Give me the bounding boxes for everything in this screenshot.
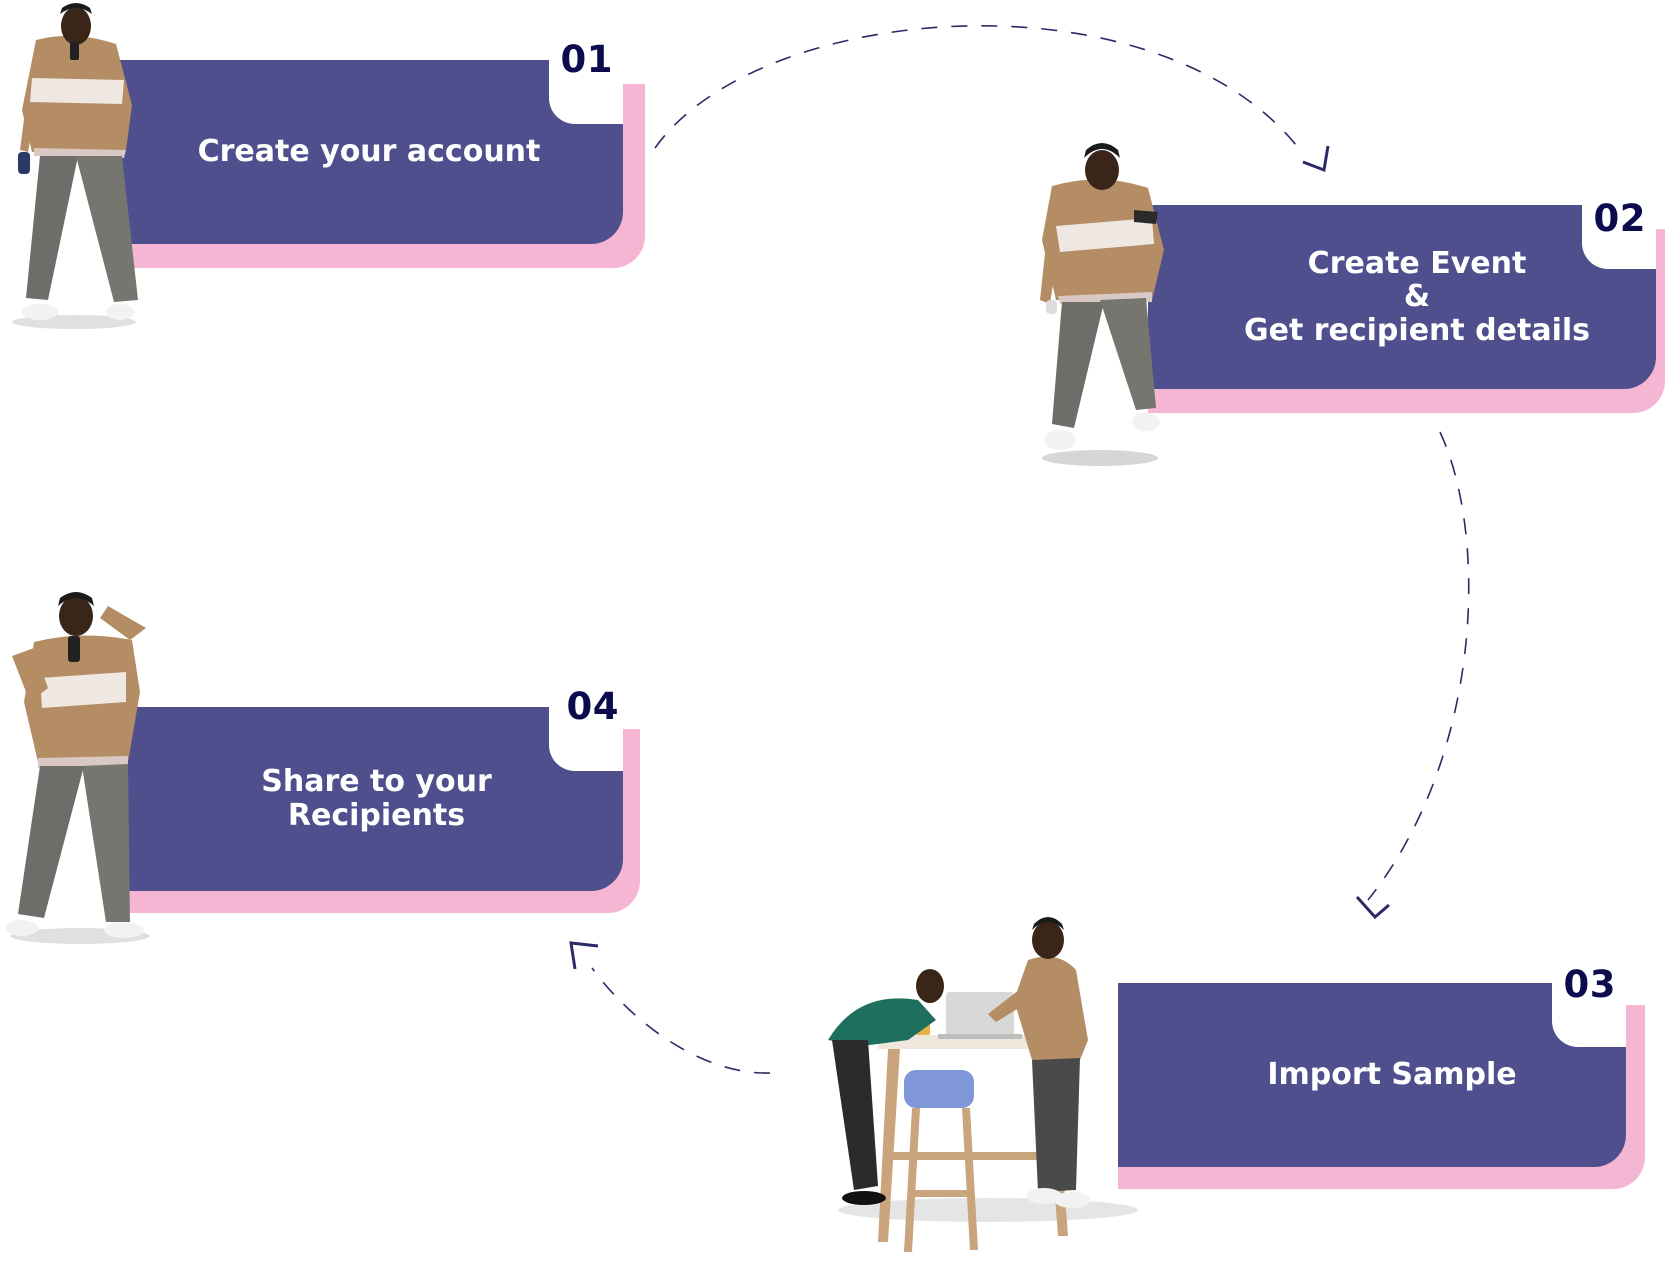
person-taking-selfie-illustration bbox=[6, 592, 150, 944]
step-title-line-1: Create Event bbox=[1307, 245, 1527, 281]
connector-01-02 bbox=[654, 24, 1301, 151]
step-title-line-1: Share to your bbox=[261, 764, 492, 800]
step-number: 03 bbox=[1563, 963, 1616, 1006]
arrowhead-02-03 bbox=[1355, 895, 1390, 920]
card-panel: Share to your Recipients bbox=[120, 707, 623, 891]
step-title: Import Sample bbox=[1267, 1057, 1517, 1093]
number-notch bbox=[1552, 983, 1626, 1047]
number-notch bbox=[549, 707, 623, 771]
step-title-line-3: Get recipient details bbox=[1243, 312, 1591, 348]
step-card-01: Create your account 01 bbox=[115, 38, 645, 268]
number-notch bbox=[549, 60, 623, 124]
two-people-at-laptop-table-illustration bbox=[828, 917, 1138, 1252]
step-title: Create your account bbox=[197, 134, 541, 170]
step-title-line-2: & bbox=[1403, 279, 1431, 315]
connector-03-04 bbox=[591, 967, 771, 1074]
step-title-line-2: Recipients bbox=[287, 798, 466, 833]
arrowhead-03-04 bbox=[569, 941, 599, 970]
card-panel: Import Sample bbox=[1118, 983, 1626, 1167]
person-looking-at-phone-illustration bbox=[1040, 143, 1164, 466]
person-with-phone-and-bottle-illustration bbox=[12, 3, 138, 329]
step-number: 04 bbox=[566, 685, 619, 728]
card-panel: Create your account bbox=[115, 60, 623, 244]
step-number: 01 bbox=[560, 38, 613, 81]
card-panel: Create Event & Get recipient details bbox=[1148, 205, 1656, 389]
step-card-04: Share to your Recipients 04 bbox=[120, 685, 640, 913]
connector-02-03 bbox=[1367, 431, 1470, 901]
arrowhead-01-02 bbox=[1302, 145, 1330, 173]
number-notch bbox=[1582, 205, 1656, 269]
step-number: 02 bbox=[1593, 197, 1646, 240]
step-card-03: Import Sample 03 bbox=[1118, 963, 1645, 1189]
step-card-02: Create Event & Get recipient details 02 bbox=[1148, 197, 1665, 413]
